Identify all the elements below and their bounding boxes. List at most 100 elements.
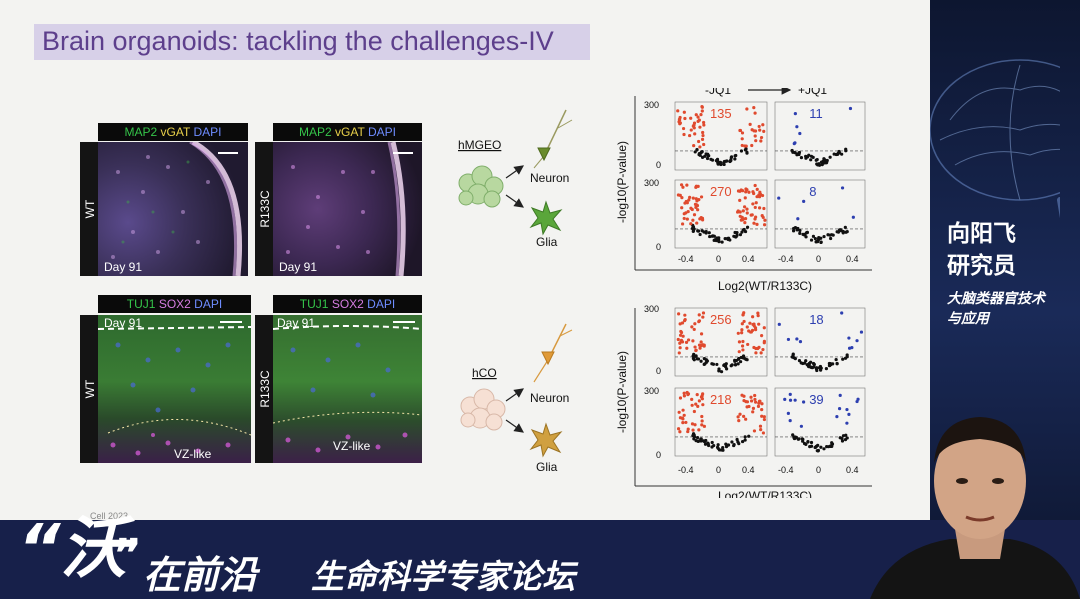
volcano-point-sig (702, 424, 706, 428)
volcano-point-sig (692, 144, 696, 148)
volcano-point-sig (740, 322, 744, 326)
volcano-point-sig (742, 205, 747, 209)
volcano-point-nonsig (725, 159, 729, 163)
volcano-panel-frame (774, 307, 866, 377)
volcano-point-sig (752, 105, 756, 110)
volcano-point-nonsig (715, 236, 719, 240)
volcano-point-sig (702, 120, 706, 125)
volcano-point-nonsig (705, 156, 710, 161)
svg-text:0: 0 (816, 254, 821, 264)
stain-label-bottom-wt: TUJ1 SOX2 DAPI (98, 295, 251, 313)
deg-count-label: 8 (809, 184, 816, 199)
volcano-point-sig (737, 419, 741, 423)
brain-graphic-icon (930, 59, 1060, 219)
volcano-panel-frame (674, 387, 768, 457)
neuron-label: Neuron (530, 171, 569, 185)
volcano-point-nonsig (699, 437, 703, 441)
volcano-point-sig (678, 333, 683, 337)
differentiation-schematic: hMGEO Neuron Glia hCO Neuron (458, 109, 573, 474)
volcano-point-sig (676, 337, 680, 342)
volcano-point-nonsig (819, 445, 823, 449)
volcano-point-sig (678, 396, 683, 400)
volcano-point-nonsig (809, 440, 814, 445)
volcano-point-sig (760, 193, 765, 198)
volcano-point-sig (677, 351, 681, 355)
volcano-point-sig (685, 183, 689, 187)
volcano-point-sig (696, 115, 700, 119)
volcano-point-sig (757, 124, 761, 129)
scale-bar (218, 152, 238, 154)
volcano-point-nonsig (712, 238, 716, 242)
volcano-point-sig (740, 137, 744, 141)
volcano-point-sig (745, 188, 749, 192)
volcano-point-sig (738, 210, 742, 214)
volcano-point-nonsig (817, 236, 821, 241)
svg-text:0: 0 (656, 450, 661, 460)
volcano-point-sig (682, 216, 686, 221)
volcano-point-nonsig (816, 239, 820, 244)
hco-organoid-icon (460, 388, 506, 431)
row-label-mut-bottom: R133C (255, 315, 275, 463)
volcano-point-nonsig (707, 231, 711, 235)
volcano-point-sig (685, 390, 689, 395)
volcano-point-nonsig (832, 152, 836, 156)
speaker-webcam-video (870, 417, 1080, 599)
volcano-point-nonsig (724, 444, 729, 449)
volcano-point-nonsig (829, 236, 833, 241)
volcano-point-sig (681, 185, 685, 189)
volcano-point-nonsig (791, 150, 795, 154)
volcano-point-sig (744, 144, 748, 148)
volcano-point-sig (788, 398, 793, 402)
volcano-point-sig (680, 321, 685, 325)
volcano-point-nonsig (834, 357, 838, 362)
volcano-point-sig (754, 346, 758, 351)
volcano-point-sig (798, 340, 803, 344)
volcano-point-sig (740, 131, 745, 135)
volcano-point-sig (697, 343, 702, 347)
volcano-point-nonsig (730, 155, 734, 159)
volcano-point-nonsig (830, 444, 834, 448)
volcano-point-nonsig (843, 225, 847, 229)
volcano-point-nonsig (733, 363, 738, 367)
hco-label: hCO (472, 366, 497, 380)
volcano-point-sig (746, 342, 750, 347)
volcano-point-sig (696, 404, 700, 408)
volcano-point-sig (691, 196, 695, 200)
volcano-point-sig (749, 399, 754, 403)
volcano-point-nonsig (717, 448, 722, 452)
svg-text:0: 0 (816, 465, 821, 475)
volcano-point-sig (676, 109, 680, 113)
volcano-point-nonsig (700, 229, 704, 233)
volcano-point-sig (700, 414, 704, 419)
volcano-point-sig (751, 315, 755, 319)
stain-label-top-mut: MAP2 vGAT DAPI (273, 123, 422, 141)
row-label-wt-bottom: WT (80, 315, 100, 463)
volcano-point-nonsig (710, 445, 714, 449)
volcano-point-nonsig (710, 440, 714, 445)
volcano-point-sig (756, 311, 760, 315)
volcano-point-sig (751, 406, 756, 410)
volcano-point-sig (679, 183, 684, 187)
volcano-point-nonsig (703, 442, 708, 446)
volcano-point-sig (759, 135, 764, 140)
day-label: Day 91 (104, 316, 143, 330)
volcano-point-sig (840, 186, 845, 190)
volcano-point-nonsig (844, 433, 848, 437)
volcano-point-sig (759, 428, 763, 432)
volcano-point-sig (693, 423, 697, 427)
volcano-point-nonsig (693, 150, 697, 154)
svg-text:0: 0 (716, 465, 721, 475)
minus-jq1-label: -JQ1 (705, 88, 731, 97)
volcano-point-sig (690, 403, 694, 407)
deg-count-label: 135 (710, 106, 732, 121)
volcano-point-nonsig (706, 441, 710, 446)
volcano-point-nonsig (815, 449, 819, 453)
volcano-point-sig (798, 131, 802, 136)
volcano-point-sig (695, 221, 699, 225)
volcano-point-sig (757, 322, 761, 326)
deg-count-label: 18 (809, 312, 823, 327)
volcano-point-sig (686, 427, 690, 431)
volcano-point-sig (737, 340, 742, 344)
volcano-point-nonsig (828, 155, 832, 159)
volcano-point-sig (690, 325, 694, 329)
